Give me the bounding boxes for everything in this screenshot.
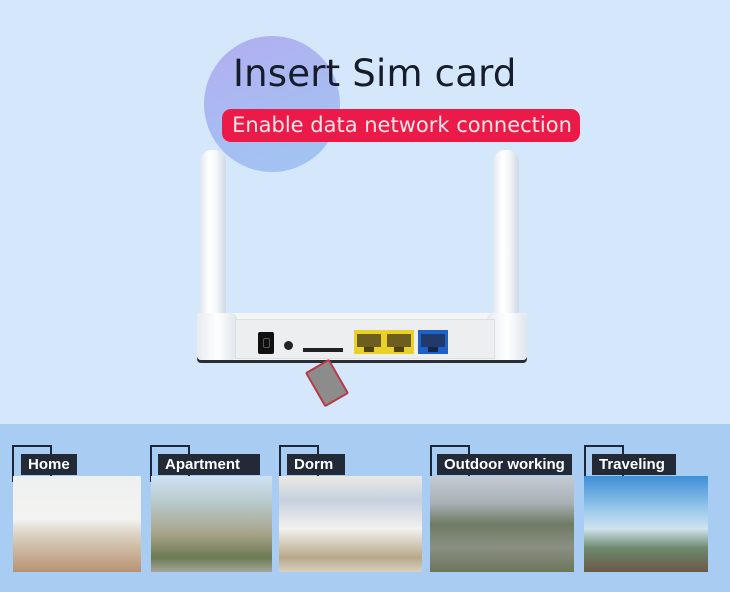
decorative-circle [204,36,340,172]
scenario-photo-home [13,476,141,572]
lan-port-2-icon [384,330,414,354]
sim-slot-icon [303,348,343,352]
lan-port-1-icon [354,330,384,354]
scenario-label-dorm: Dorm [287,454,345,475]
router-back-panel [197,313,527,360]
scenario-label-apartment: Apartment [158,454,260,475]
scenario-photo-traveling [584,476,708,572]
wan-port-icon [418,330,448,354]
power-port-icon [258,332,274,354]
scenario-photo-outdoor-working [430,476,574,572]
scenario-band: Home Apartment Dorm Outdoor working Trav… [0,424,730,592]
scenario-label-outdoor-working: Outdoor working [437,454,572,475]
page-title: Insert Sim card [233,52,517,95]
reset-button-icon [284,341,293,350]
scenario-photo-apartment [151,476,272,572]
sim-card-icon [304,358,350,408]
left-antenna-base [197,313,237,360]
subtitle-badge: Enable data network connection [222,109,580,142]
scenario-label-traveling: Traveling [592,454,676,475]
scenario-photo-dorm [279,476,422,572]
scenario-label-home: Home [21,454,77,475]
